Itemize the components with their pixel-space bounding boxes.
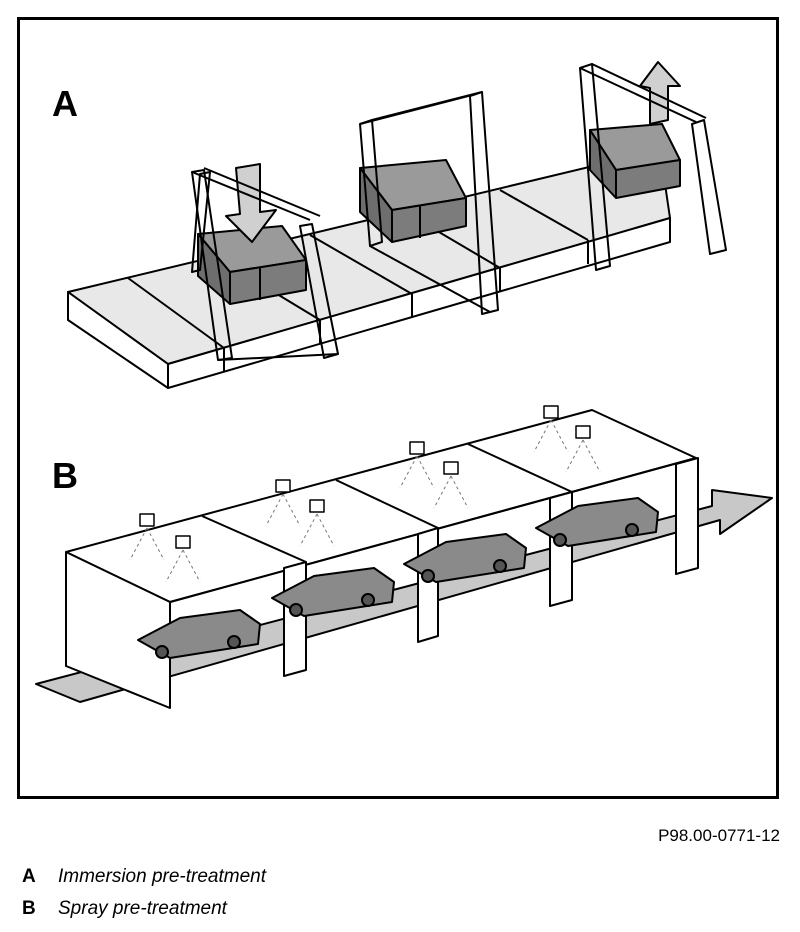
gantry-3: [579, 63, 727, 271]
car-body-spray-4: [535, 497, 659, 547]
figure-reference-code: P98.00-0771-12: [658, 826, 780, 845]
car-body-lifting: [589, 123, 681, 199]
process-illustration: [35, 61, 773, 709]
panel-a-label: A: [52, 83, 78, 124]
panel-b-label: B: [52, 455, 78, 496]
legend-key: A: [22, 866, 36, 887]
car-body-spray-3: [403, 533, 527, 583]
spray-line-illustration: [35, 405, 773, 709]
legend-item-a: A Immersion pre-treatment: [22, 866, 266, 888]
legend-text: Immersion pre-treatment: [58, 866, 267, 887]
spray-nozzles: [139, 405, 591, 549]
immersion-line-illustration: [67, 61, 727, 389]
lowering-arrow: [225, 163, 277, 243]
car-body-spray-2: [271, 567, 395, 617]
figure-frame: A B: [17, 17, 779, 799]
gantry-2: [359, 91, 499, 315]
car-body-spray-1: [137, 609, 261, 659]
legend-item-b: B Spray pre-treatment: [22, 898, 227, 920]
spray-jets: [129, 419, 601, 583]
car-body-immersed: [359, 159, 467, 243]
spray-bulkhead-1: [283, 561, 307, 677]
lifting-arrow: [639, 61, 681, 125]
gantry-1: [191, 167, 339, 361]
legend-key: B: [22, 898, 36, 919]
legend-text: Spray pre-treatment: [58, 898, 227, 919]
